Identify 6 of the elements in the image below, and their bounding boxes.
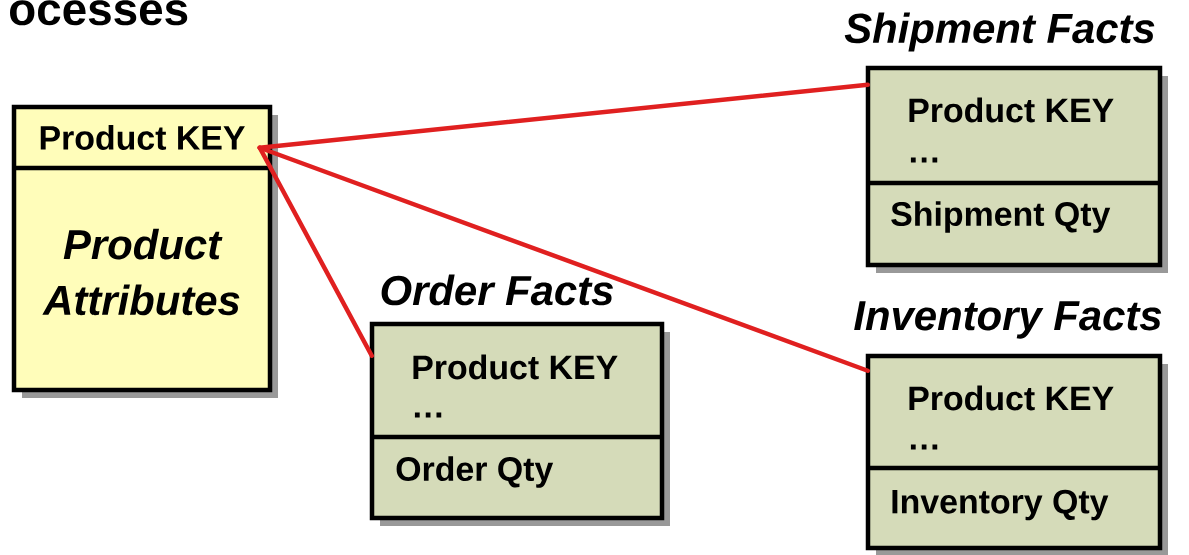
table-heading: Inventory Facts xyxy=(854,301,1162,339)
table-heading: Order Facts xyxy=(381,274,613,306)
connector-line xyxy=(257,82,870,150)
table-heading: Shipment Facts xyxy=(844,12,1155,52)
connector-line xyxy=(257,145,870,373)
heading: ocesses xyxy=(10,0,188,26)
